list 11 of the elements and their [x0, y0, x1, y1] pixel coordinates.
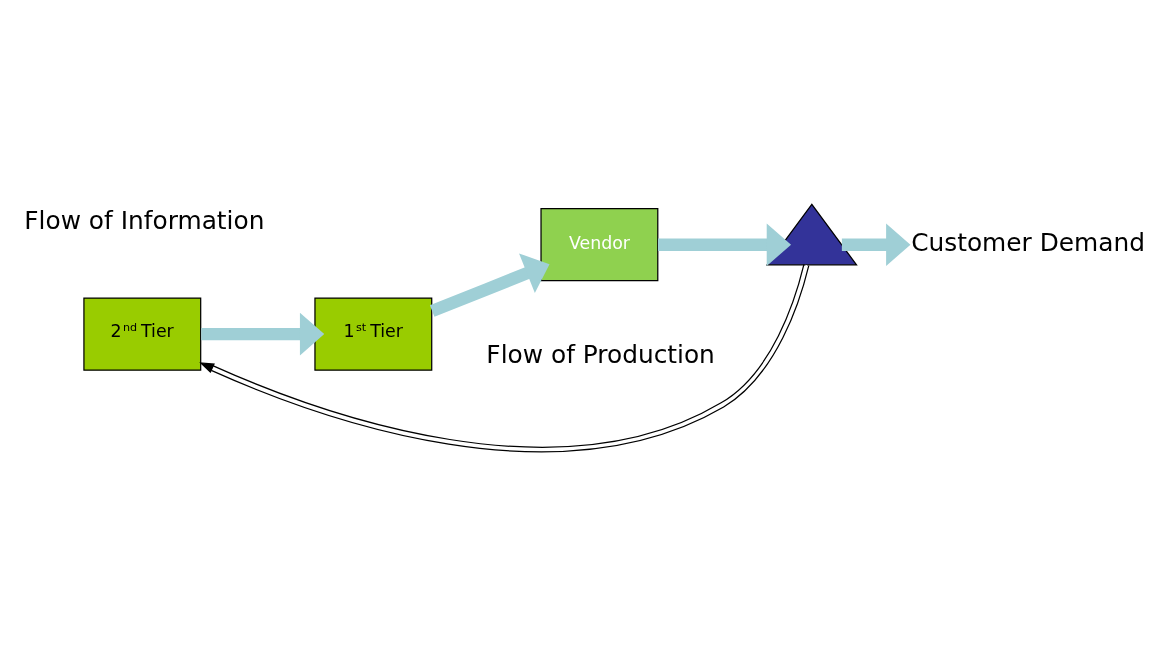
arrow — [201, 312, 325, 355]
arrow — [841, 222, 911, 266]
arrow — [429, 252, 550, 317]
arrow — [658, 222, 792, 266]
node-text: Customer Demand — [911, 227, 1145, 257]
node-box: 2$^{nd}$ Tier — [83, 297, 202, 371]
node-box: Vendor — [540, 207, 659, 281]
label: Flow of Information — [24, 205, 265, 235]
arrow — [199, 263, 810, 452]
label: Flow of Production — [486, 339, 715, 369]
node-box: 1$^{st}$ Tier — [314, 297, 433, 371]
